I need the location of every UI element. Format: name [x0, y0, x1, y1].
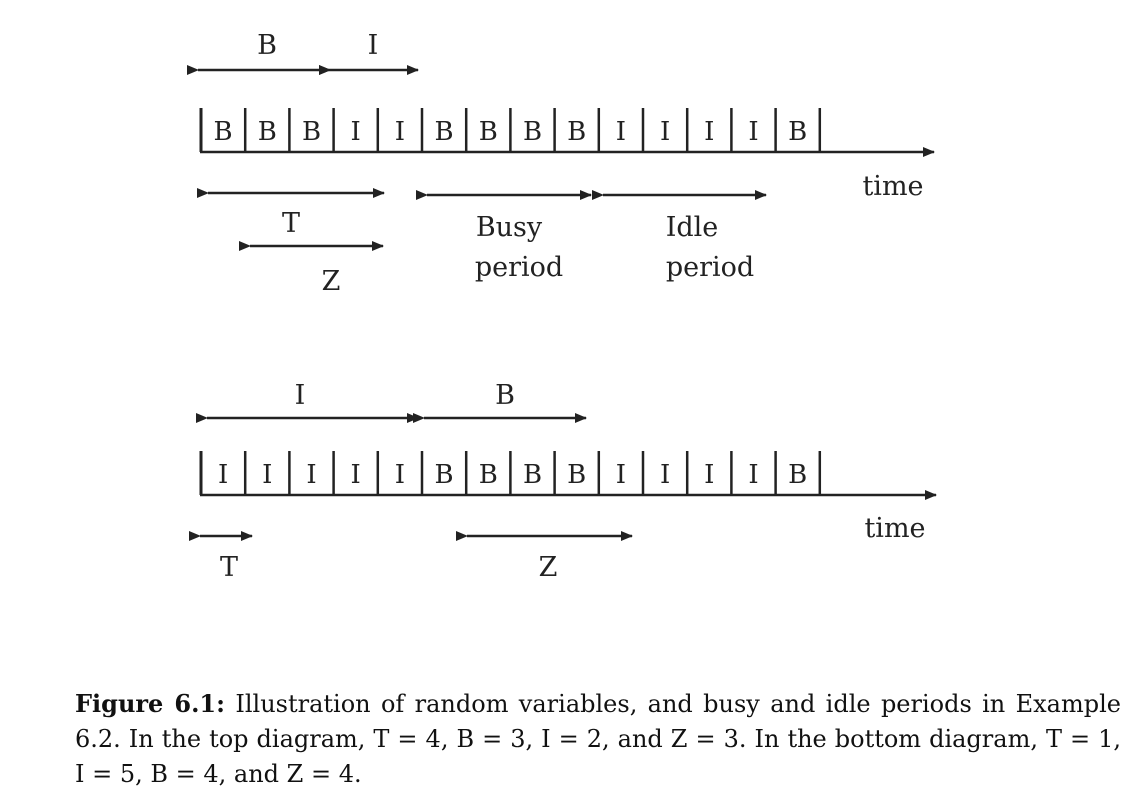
bottom-cell-idle: I	[660, 460, 670, 490]
top-idle-label-line1: Idle	[666, 212, 719, 243]
top-cell-busy: B	[523, 117, 542, 147]
top-label-i: I	[368, 30, 379, 61]
bottom-cell-idle: I	[351, 460, 361, 490]
top-cell-idle: I	[704, 117, 714, 147]
top-label-t: T	[282, 208, 300, 239]
bottom-cell-idle: I	[395, 460, 405, 490]
top-idle-label-line2: period	[666, 252, 754, 283]
bottom-cell-busy: B	[788, 460, 807, 490]
top-cell-busy: B	[302, 117, 321, 147]
top-cell-busy: B	[567, 117, 586, 147]
top-cell-idle: I	[395, 117, 405, 147]
top-cell-busy: B	[788, 117, 807, 147]
bottom-cell-idle: I	[704, 460, 714, 490]
figure-label: Figure 6.1:	[75, 689, 225, 718]
top-cell-idle: I	[351, 117, 361, 147]
bottom-cell-busy: B	[567, 460, 586, 490]
bottom-cell-idle: I	[218, 460, 228, 490]
bottom-cell-busy: B	[435, 460, 454, 490]
top-busy-label-line1: Busy	[476, 212, 543, 243]
bottom-label-z: Z	[539, 552, 558, 583]
bottom-label-t: T	[220, 552, 238, 583]
bottom-cell-busy: B	[479, 460, 498, 490]
top-cell-busy: B	[435, 117, 454, 147]
bottom-cell-idle: I	[748, 460, 758, 490]
top-cell-busy: B	[479, 117, 498, 147]
bottom-cell-idle: I	[616, 460, 626, 490]
top-cell-busy: B	[214, 117, 233, 147]
top-label-b: B	[257, 30, 277, 61]
top-label-z: Z	[322, 266, 341, 297]
bottom-label-b: B	[495, 380, 515, 411]
bottom-cell-idle: I	[306, 460, 316, 490]
top-cell-busy: B	[258, 117, 277, 147]
bottom-time-label: time	[864, 513, 925, 544]
bottom-cell-busy: B	[523, 460, 542, 490]
top-cell-idle: I	[660, 117, 670, 147]
figure-caption: Figure 6.1: Illustration of random varia…	[75, 686, 1121, 792]
top-cell-idle: I	[748, 117, 758, 147]
figure-caption-text: Illustration of random variables, and bu…	[75, 690, 1121, 788]
top-busy-label-line2: period	[475, 252, 563, 283]
top-cell-idle: I	[616, 117, 626, 147]
bottom-cell-idle: I	[262, 460, 272, 490]
top-time-label: time	[862, 171, 923, 202]
bottom-label-i: I	[295, 380, 306, 411]
